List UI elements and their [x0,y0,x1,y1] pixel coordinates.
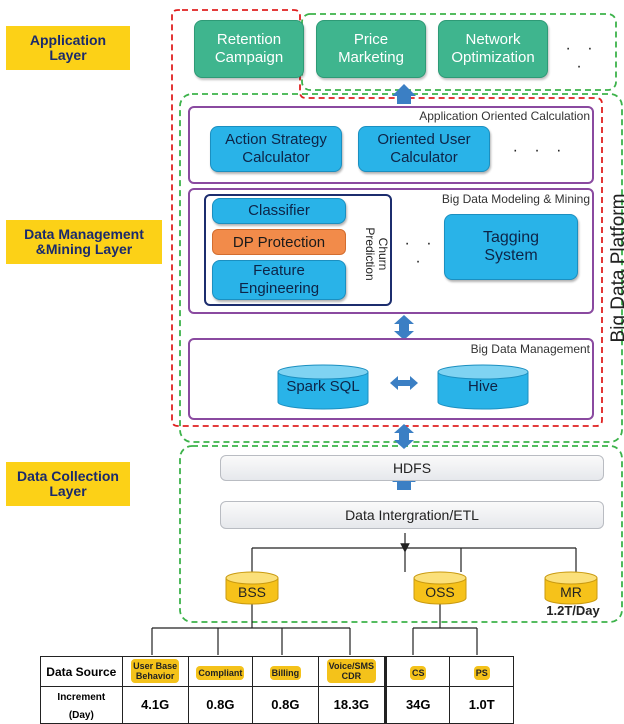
spark-sql-cylinder [277,364,369,410]
source-cell-user-base: User Base Behavior [121,656,189,687]
data-management-layer-label: Data Management &Mining Layer [6,220,162,264]
modeling-mining-title: Big Data Modeling & Mining [441,192,590,206]
data-source-row: Data Source User Base Behavior Compliant… [40,656,514,687]
double-arrow-modeling-management [394,315,414,340]
oriented-user-calculator-box: Oriented User Calculator [358,126,490,172]
increment-value: 34G [384,686,451,724]
increment-row: Increment (Day) 4.1G 0.8G 0.8G 18.3G 34G… [40,686,514,724]
double-arrow-spark-hive [390,376,418,390]
increment-value: 4.1G [121,686,189,724]
etl-bar: Data Intergration/ETL [220,501,604,529]
bss-cylinder [225,571,279,605]
source-cell-cs: CS [384,656,451,687]
up-arrow-to-application [392,84,416,104]
oss-cylinder [413,571,467,605]
data-collection-layer-label: Data Collection Layer [6,462,130,506]
retention-campaign-box: Retention Campaign [194,20,304,78]
hive-cylinder [437,364,529,410]
source-cell-billing: Billing [252,656,319,687]
modeling-ellipsis: · · · [404,235,438,270]
big-data-platform-label: Big Data Platform [608,193,624,343]
source-cell-compliant: Compliant [187,656,254,687]
churn-prediction-label: Churn Prediction [363,227,390,281]
hive-label: Hive [467,378,498,395]
price-marketing-box: Price Marketing [316,20,426,78]
spark-sql-label: Spark SQL [286,378,360,395]
bss-label: BSS [237,584,266,600]
hdfs-bar: HDFS [220,455,604,481]
source-cell-voice-sms: Voice/SMS CDR [317,656,387,687]
increment-header: Increment (Day) [40,686,123,724]
big-data-management-title: Big Data Management [470,342,590,356]
feature-engineering-box: Feature Engineering [212,260,346,300]
network-optimization-box: Network Optimization [438,20,548,78]
application-ellipsis: · · · [565,40,599,75]
mr-size-label: 1.2T/Day [546,603,600,618]
source-pill: Billing [269,665,302,680]
data-source-header: Data Source [40,656,123,687]
source-cell-ps: PS [449,656,514,687]
double-arrow-platform-collection [394,424,414,449]
source-pill: PS [473,665,490,680]
data-collection-outline [179,445,623,623]
application-layer-label: Application Layer [6,26,130,70]
source-pill: User Base Behavior [131,659,180,683]
dp-protection-box: DP Protection [212,229,346,255]
oss-label: OSS [425,584,455,600]
data-source-table: Data Source User Base Behavior Compliant… [40,656,514,724]
action-strategy-calculator-box: Action Strategy Calculator [210,126,342,172]
calculation-ellipsis: · · · [512,142,568,159]
mr-cylinder [544,571,598,605]
churn-prediction-frame [204,194,392,306]
big-data-management-frame [188,338,594,420]
source-pill: CS [409,665,427,680]
tagging-system-box: Tagging System [444,214,578,280]
source-pill: Voice/SMS CDR [326,659,377,683]
classifier-box: Classifier [212,198,346,224]
increment-value: 0.8G [187,686,254,724]
increment-value: 1.0T [449,686,514,724]
application-oriented-calculation-title: Application Oriented Calculation [419,109,590,123]
source-pill: Compliant [196,665,245,680]
mr-label: MR [560,584,582,600]
increment-value: 18.3G [317,686,387,724]
increment-value: 0.8G [252,686,319,724]
